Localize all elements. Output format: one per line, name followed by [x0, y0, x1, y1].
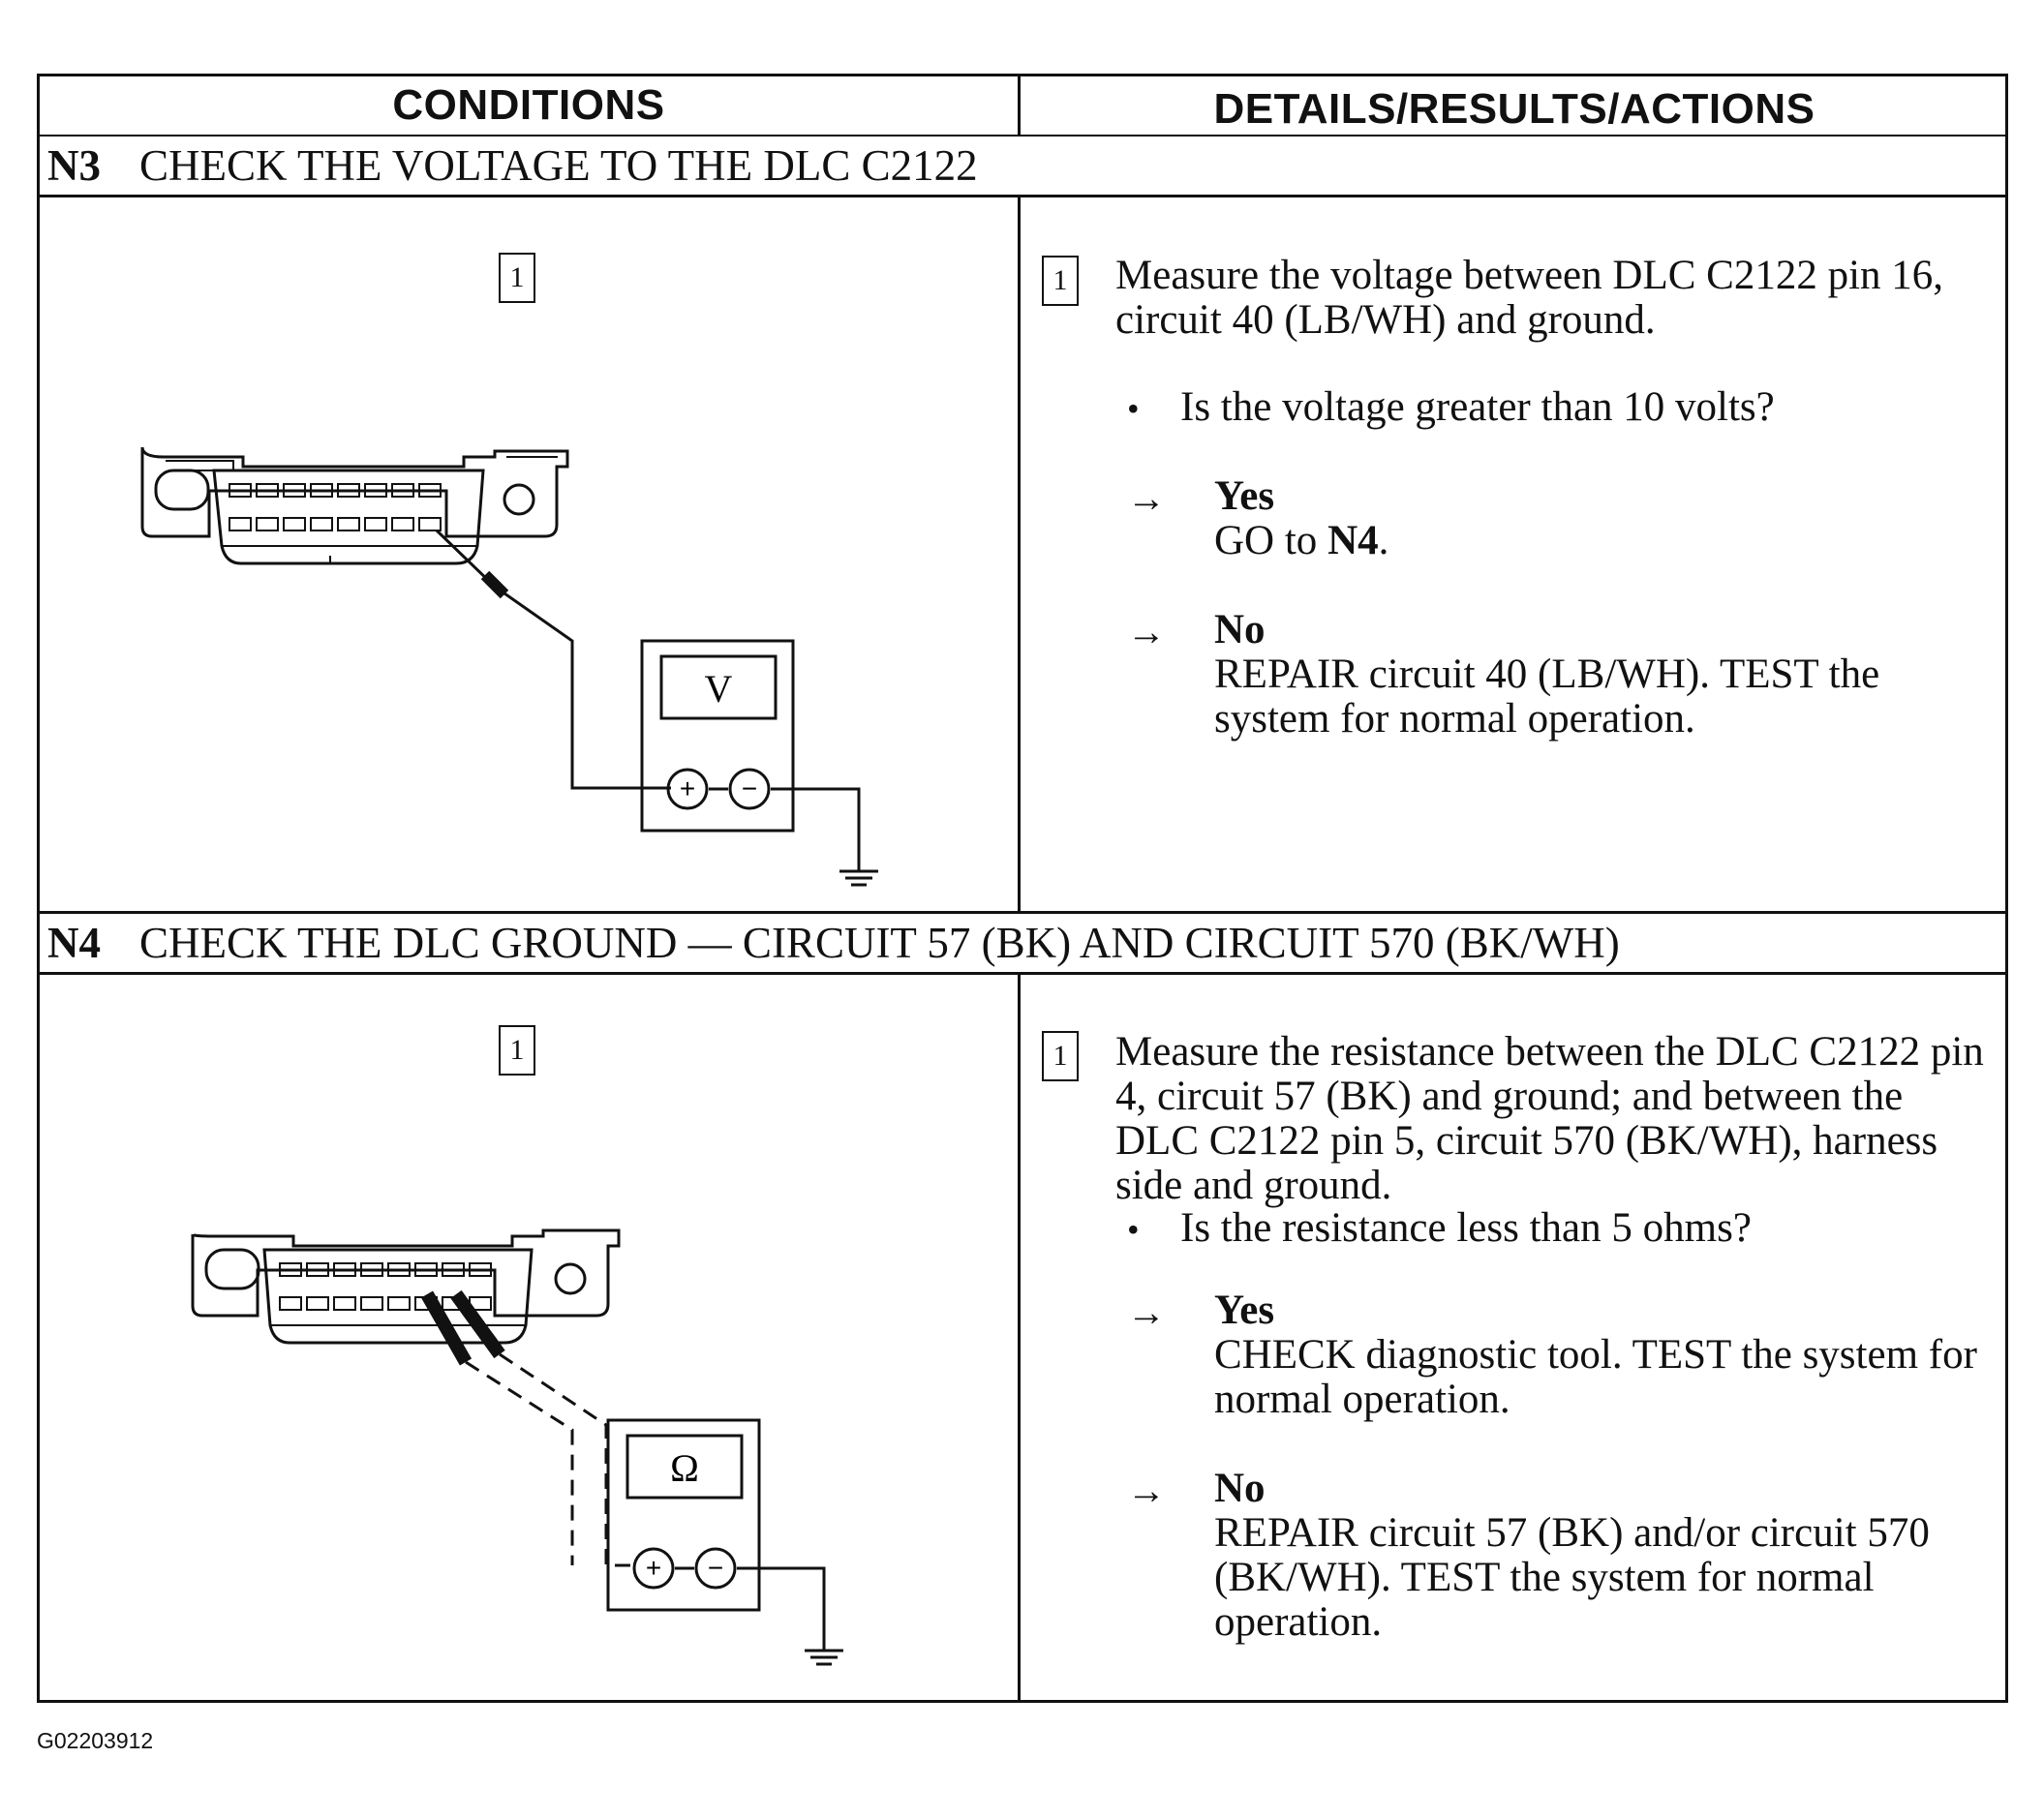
n4-conditions-cell: 1 — [40, 975, 1018, 1700]
probe-lead — [435, 529, 671, 790]
pin-row-top — [279, 1262, 492, 1277]
ohmmeter-icon — [606, 1418, 843, 1666]
arrow-icon: → — [1127, 1290, 1166, 1334]
yes-text: CHECK diagnostic tool. TEST the system f… — [1214, 1332, 1977, 1422]
dlc-connector-icon — [191, 1228, 621, 1345]
arrow-icon: → — [1127, 1469, 1166, 1512]
minus-terminal-label: − — [742, 773, 757, 803]
step-divider — [40, 911, 2005, 914]
yes-label: Yes — [1214, 473, 1275, 519]
meter-symbol: V — [705, 667, 733, 711]
step-divider — [40, 972, 2005, 975]
figure-code: G02203912 — [37, 1728, 154, 1753]
details-header: DETAILS/RESULTS/ACTIONS — [1213, 85, 1815, 133]
yes-result: Yes GO to N4. — [1214, 474, 1989, 563]
step-divider — [40, 195, 2005, 197]
dlc-connector-icon — [140, 446, 569, 565]
step-header-n3: N3 CHECK THE VOLTAGE TO THE DLC C2122 — [40, 136, 2005, 195]
header-divider — [40, 135, 2005, 137]
step-header-n4: N4 CHECK THE DLC GROUND — CIRCUIT 57 (BK… — [40, 914, 2005, 972]
instruction-text: Measure the resistance between the DLC C… — [1115, 1029, 1984, 1208]
no-result: No REPAIR circuit 40 (LB/WH). TEST the s… — [1214, 608, 1989, 742]
resistance-measurement-diagram: Ω + − — [191, 1228, 843, 1666]
column-divider — [1018, 76, 1021, 1700]
yes-text: GO to N4. — [1214, 519, 1989, 563]
yes-result: Yes CHECK diagnostic tool. TEST the syst… — [1214, 1288, 1989, 1422]
bullet-icon: • — [1127, 389, 1140, 428]
figure-step-label: 1 — [499, 1025, 535, 1076]
plus-terminal-label: + — [646, 1553, 661, 1583]
voltmeter-icon — [640, 639, 878, 887]
plus-terminal-label: + — [680, 773, 695, 803]
step-id: N4 — [47, 919, 101, 967]
arrow-icon: → — [1127, 476, 1166, 520]
question-text: Is the voltage greater than 10 volts? — [1180, 384, 1775, 430]
action-step-number: 1 — [1042, 1031, 1079, 1081]
yes-text-prefix: GO to — [1214, 518, 1328, 563]
n3-actions-cell: 1 Measure the voltage between DLC C2122 … — [1021, 197, 2008, 911]
step-title: CHECK THE DLC GROUND — CIRCUIT 57 (BK) A… — [139, 919, 1620, 967]
step-id: N3 — [47, 141, 101, 190]
bullet-icon: • — [1127, 1210, 1140, 1249]
no-label: No — [1214, 607, 1266, 652]
conditions-header: CONDITIONS — [392, 81, 665, 129]
figure-step-label: 1 — [499, 253, 535, 303]
no-text: REPAIR circuit 40 (LB/WH). TEST the syst… — [1214, 652, 1880, 742]
arrow-icon: → — [1127, 610, 1166, 653]
no-text: REPAIR circuit 57 (BK) and/or circuit 57… — [1214, 1510, 1930, 1645]
yes-text-link: N4 — [1327, 518, 1379, 563]
yes-text-suffix: . — [1378, 518, 1389, 563]
pin-row-bottom — [229, 517, 442, 531]
yes-label: Yes — [1214, 1288, 1275, 1333]
voltage-measurement-diagram: V + − — [140, 446, 878, 887]
no-label: No — [1214, 1466, 1266, 1511]
no-result: No REPAIR circuit 57 (BK) and/or circuit… — [1214, 1467, 1989, 1645]
probe-leads — [420, 1289, 640, 1567]
question-text: Is the resistance less than 5 ohms? — [1180, 1205, 1752, 1251]
instruction-text: Measure the voltage between DLC C2122 pi… — [1115, 253, 1944, 343]
pin-row-top — [229, 483, 442, 498]
minus-terminal-label: − — [708, 1553, 723, 1583]
step-title: CHECK THE VOLTAGE TO THE DLC C2122 — [139, 141, 978, 190]
n4-actions-cell: 1 Measure the resistance between the DLC… — [1021, 975, 2008, 1700]
action-step-number: 1 — [1042, 256, 1079, 306]
meter-symbol: Ω — [670, 1446, 699, 1490]
diagnostic-table: CONDITIONS DETAILS/RESULTS/ACTIONS N3 CH… — [37, 74, 2008, 1703]
n3-conditions-cell: 1 — [40, 197, 1018, 911]
